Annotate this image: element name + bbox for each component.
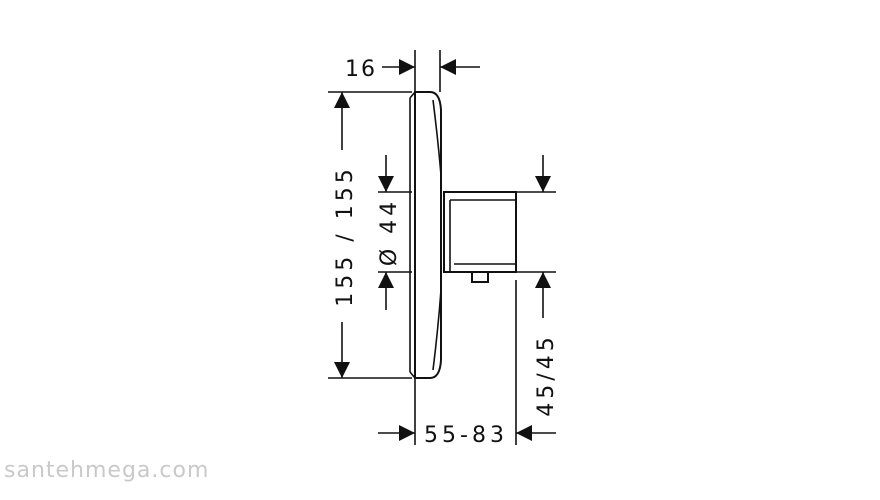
dim-label-height: 155 / 155 (333, 165, 358, 306)
dim-label-plate-depth: 16 (345, 57, 377, 82)
trim-plate (409, 91, 442, 379)
dim-projection: 55-83 (378, 423, 556, 448)
dim-label-offset: 45/45 (534, 333, 559, 416)
dim-offset: 45/45 (534, 155, 559, 417)
dim-height: 155 / 155 (333, 92, 358, 378)
dim-label-projection: 55-83 (424, 423, 508, 448)
handle-body (443, 191, 517, 283)
watermark: santehmega.com (4, 458, 210, 483)
dim-label-diameter: Ø 44 (377, 198, 402, 266)
dim-plate-depth: 16 (345, 57, 480, 82)
dim-diameter: Ø 44 (377, 155, 402, 310)
